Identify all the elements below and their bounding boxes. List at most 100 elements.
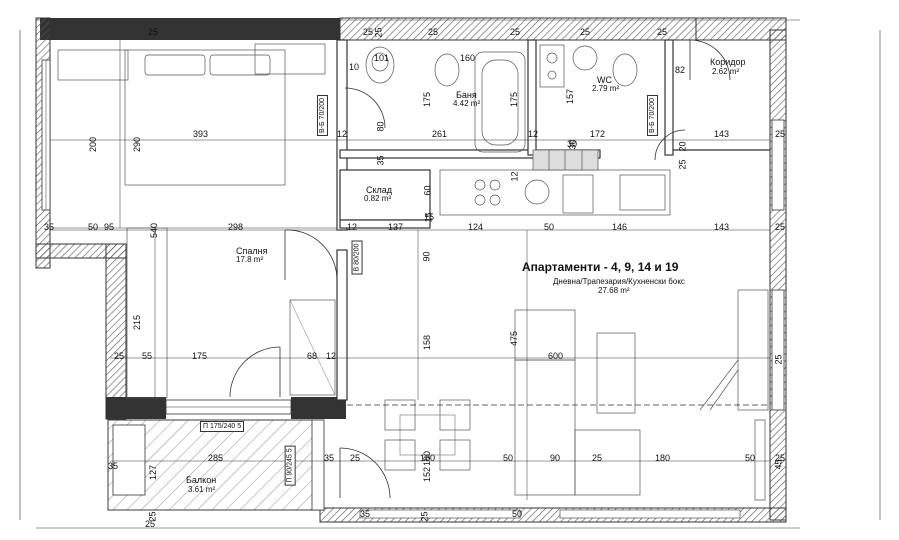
bottom-exterior-wall — [319, 507, 787, 523]
vdim-60: 60 — [422, 185, 433, 196]
vdim-45: 45 — [773, 459, 784, 470]
vdim-215: 215 — [132, 314, 143, 331]
kitchen-fixtures — [439, 149, 671, 216]
tag-b6a-v2: 200 — [318, 98, 326, 110]
dim-30: 30 — [567, 139, 578, 149]
dim-12b: 12 — [337, 129, 348, 139]
dim-25h: 25 — [580, 27, 591, 37]
wc-area: 2.79 m² — [592, 84, 620, 93]
door-swings — [229, 39, 731, 499]
bedroom-furniture — [57, 43, 336, 399]
dim-298: 298 — [228, 222, 244, 232]
vdim-25a: 25 — [147, 511, 158, 522]
dim-25f: 25 — [775, 129, 786, 139]
dim-95: 95 — [104, 222, 115, 232]
dim-175a: 175 — [192, 351, 208, 361]
storage-area: 0.82 m² — [364, 194, 392, 203]
interior-dimension-lines — [50, 40, 770, 500]
corridor-area: 2.62 m² — [712, 67, 740, 76]
door-tag-bedroom-wardrobe: В-Б 70/200 — [316, 95, 328, 136]
dim-35c: 35 — [108, 461, 119, 471]
bath-name: Баня — [456, 90, 477, 100]
dim-15: 15 — [424, 212, 435, 222]
vdim-80: 80 — [375, 121, 386, 132]
dim-143a: 143 — [714, 129, 730, 139]
wc-name: WC — [597, 75, 612, 85]
dim-25d: 25 — [775, 453, 786, 463]
dim-146: 146 — [612, 222, 628, 232]
tag-p1-v1: 175 — [209, 423, 222, 430]
dim-12c: 12 — [347, 222, 358, 232]
dim-124: 124 — [468, 222, 484, 232]
tag-b6a-v1: 70 — [318, 111, 326, 120]
dim-25i: 25 — [428, 27, 439, 37]
vdim-25c: 25 — [773, 354, 784, 365]
vdim-90: 90 — [421, 251, 432, 262]
dim-25a: 25 — [114, 351, 125, 361]
dim-90: 90 — [550, 453, 561, 463]
dim-285: 285 — [208, 453, 224, 463]
tag-b-v1: 80 — [353, 257, 361, 265]
apartment-title: Апартаменти - 4, 9, 14 и 19 — [522, 260, 679, 274]
dim-50d: 50 — [88, 222, 99, 232]
left-exterior-wall — [35, 17, 127, 420]
balcony-area: 3.61 m² — [188, 485, 216, 494]
tag-p1: П — [203, 423, 209, 430]
door-tag-bedroom: В 80/200 — [351, 240, 363, 275]
vdim-35: 35 — [375, 155, 386, 166]
tag-p2: П — [286, 477, 294, 483]
storage-name: Склад — [366, 185, 393, 195]
vdim-25b: 25 — [419, 511, 430, 522]
vdim-127: 127 — [148, 464, 159, 481]
dim-180a: 180 — [420, 453, 436, 463]
tag-b: В — [353, 266, 361, 272]
right-exterior-wall — [769, 29, 787, 521]
bedroom-south-wall — [106, 397, 346, 419]
dim-82: 82 — [675, 65, 686, 75]
bathroom-fixtures — [365, 44, 638, 153]
dim-50a: 50 — [544, 222, 555, 232]
top-exterior-wall — [40, 17, 787, 41]
dim-600: 600 — [548, 351, 564, 361]
vdim-15: 15 — [423, 212, 434, 223]
tag-p2-v2: 245 — [286, 454, 294, 466]
vdim-180: 180 — [422, 450, 433, 467]
vdim-290: 290 — [132, 136, 143, 153]
corridor-name: Коридор — [710, 57, 746, 67]
dim-25e: 25 — [775, 222, 786, 232]
dim-160: 160 — [460, 53, 476, 63]
bath-area: 4.42 m² — [453, 99, 481, 108]
vdim-25d: 25 — [677, 159, 688, 170]
living-furniture — [347, 289, 770, 501]
dim-25c: 25 — [592, 453, 603, 463]
vdim-175b: 175 — [509, 91, 520, 108]
dim-25k: 25 — [657, 27, 668, 37]
living-room-name: Дневна/Трапезария/Кухненски бокс — [553, 277, 685, 286]
dim-137: 137 — [388, 222, 404, 232]
tag-b6a: В-Б — [318, 121, 326, 133]
dim-101: 101 — [374, 53, 390, 63]
dim-55: 55 — [142, 351, 153, 361]
vdim-12: 12 — [509, 171, 520, 182]
vdim-200: 200 — [88, 136, 99, 153]
tag-p2-v1: 90 — [286, 467, 294, 476]
bedroom-name: Спалня — [236, 246, 268, 256]
dim-25b: 25 — [350, 453, 361, 463]
dim-25j: 25 — [145, 519, 156, 529]
tag-p1-v2: 240 — [223, 423, 236, 430]
vdim-158: 158 — [422, 334, 433, 351]
dim-172: 172 — [590, 129, 606, 139]
tag-b6b-v1: 70 — [648, 111, 656, 120]
tag-p1-v3: 5 — [237, 423, 242, 430]
dim-50c: 50 — [745, 453, 756, 463]
dim-261: 261 — [432, 129, 448, 139]
dim-180b: 180 — [655, 453, 671, 463]
dim-25l: 25 — [148, 27, 159, 37]
bedroom-area: 17.8 m² — [236, 255, 264, 264]
vdim-20: 20 — [677, 141, 688, 152]
dim-68: 68 — [307, 351, 318, 361]
tag-p2-v3: 5 — [286, 448, 294, 453]
vdim-175a: 175 — [422, 91, 433, 108]
dim-143b: 143 — [714, 222, 730, 232]
